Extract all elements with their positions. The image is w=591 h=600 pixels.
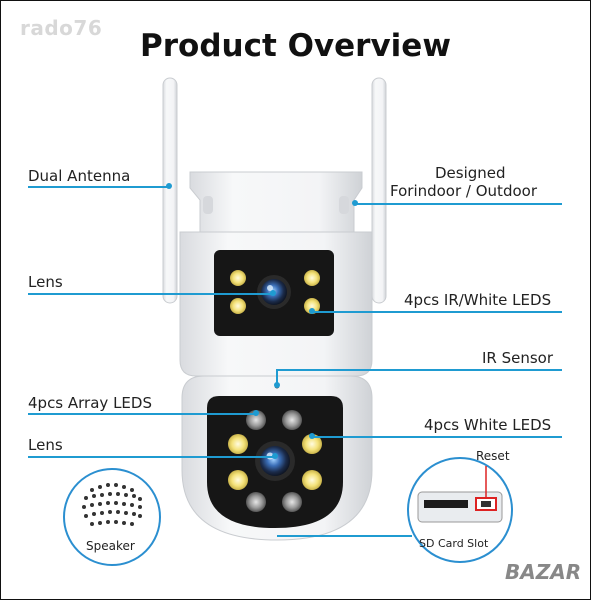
label-speaker: Speaker [86, 539, 135, 553]
label-ir-white-leds: 4pcs IR/White LEDS [404, 291, 552, 309]
label-dual-antenna: Dual Antenna [28, 167, 131, 185]
page-title: Product Overview [140, 28, 451, 64]
callout-dot-designed [352, 200, 358, 206]
label-designed-line1: Designed [435, 164, 506, 182]
bazar-logo: BAZAR [505, 560, 582, 584]
callout-line-designed [356, 203, 562, 205]
speaker-grille [82, 483, 142, 526]
label-white-leds: 4pcs White LEDS [424, 416, 552, 434]
watermark-text: rado76 [20, 16, 103, 40]
callout-dot-antenna [166, 183, 172, 189]
antenna-left [162, 77, 178, 304]
label-lens-bottom: Lens [28, 436, 63, 454]
callout-line-bottom [277, 535, 412, 537]
callout-line-lens-top [28, 293, 274, 295]
callout-line-lens-bottom [28, 456, 275, 458]
callout-line-white-leds [312, 436, 562, 438]
label-ir-sensor: IR Sensor [482, 349, 554, 367]
label-array-leds: 4pcs Array LEDS [28, 394, 152, 412]
label-sd-card-slot: SD Card Slot [419, 537, 489, 550]
callout-dot-array-leds [253, 410, 259, 416]
callout-line-ir-sensor-drop [276, 369, 278, 385]
callout-dot-white-leds [309, 433, 315, 439]
callout-line-antenna [28, 186, 170, 188]
speaker-inset [63, 468, 161, 566]
callout-dot-lens-top [270, 290, 276, 296]
label-lens-top: Lens [28, 273, 63, 291]
callout-line-ir-sensor [277, 369, 562, 371]
antenna-right [371, 77, 387, 304]
callout-line-array-leds [28, 413, 256, 415]
callout-dot-lens-bottom [272, 453, 278, 459]
callout-dot-ir-white [309, 308, 315, 314]
label-designed-line2: Forindoor / Outdoor [390, 182, 537, 200]
callout-dot-ir-sensor [274, 382, 280, 388]
callout-line-ir-white [312, 311, 562, 313]
label-reset: Reset [476, 449, 510, 463]
